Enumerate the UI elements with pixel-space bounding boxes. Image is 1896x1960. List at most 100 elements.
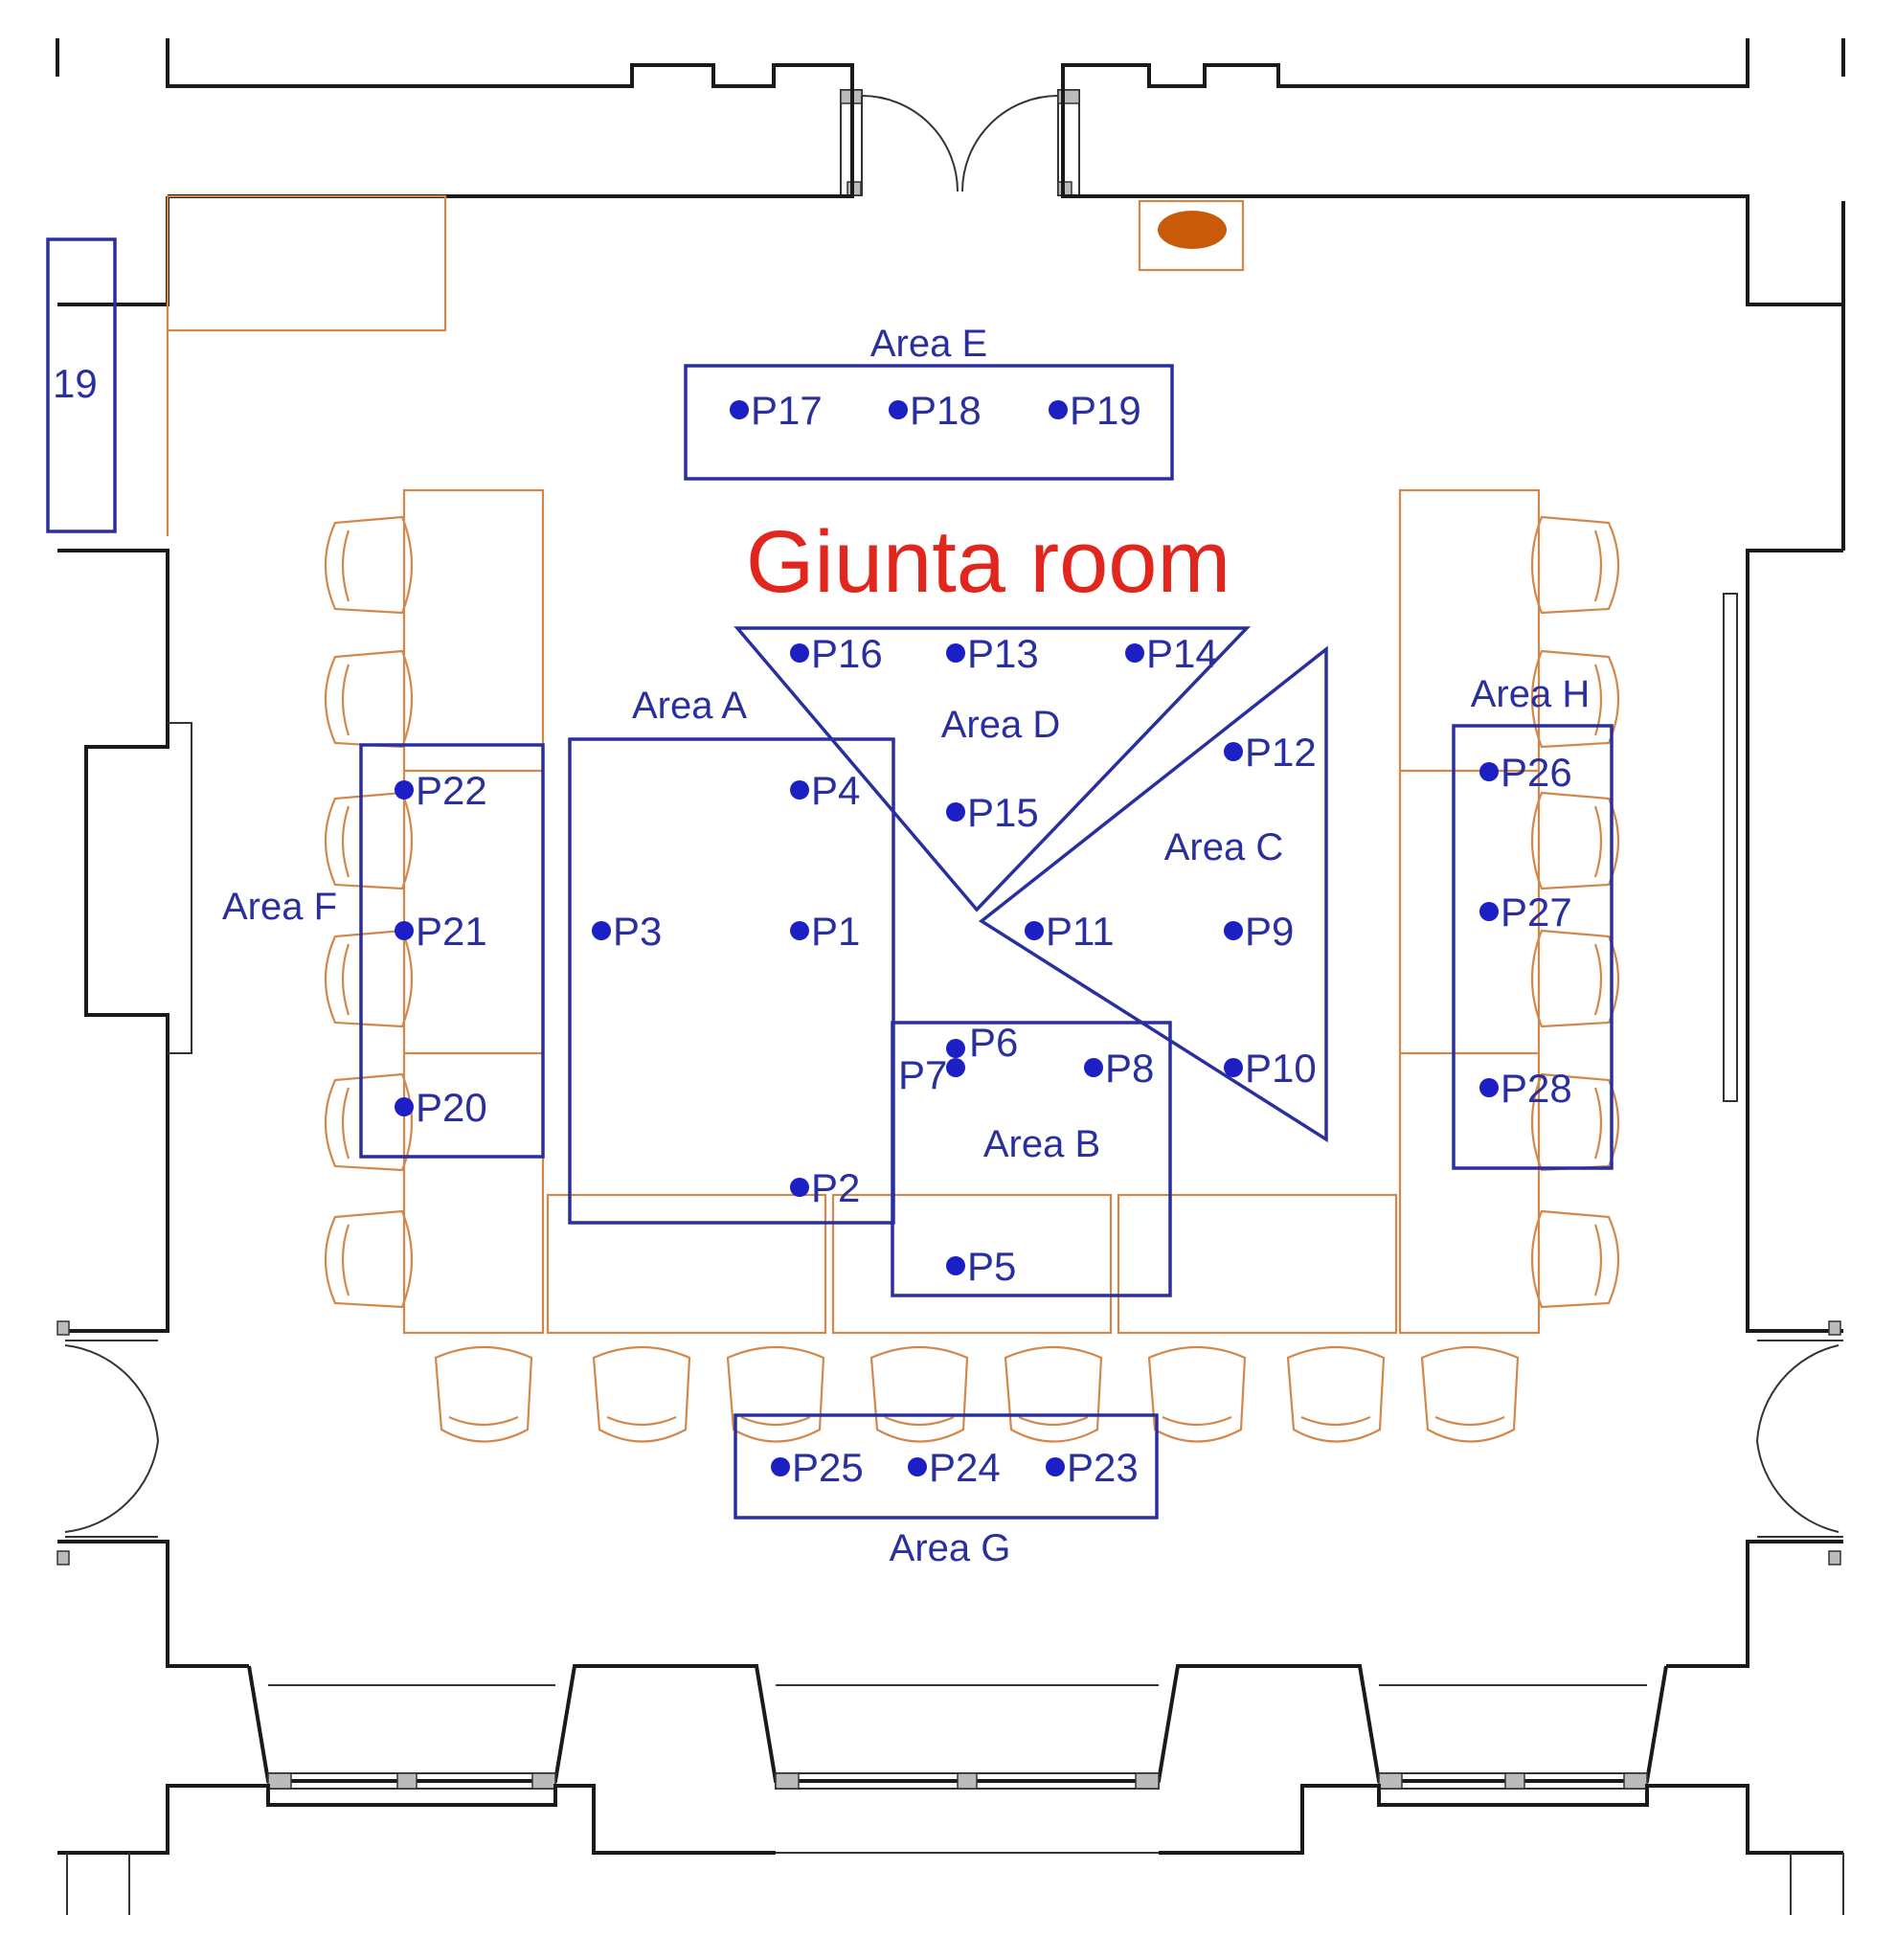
point-p23-marker bbox=[1046, 1457, 1065, 1476]
point-p11-marker bbox=[1025, 921, 1044, 940]
point-p6-label: P6 bbox=[969, 1020, 1018, 1065]
area-e bbox=[684, 364, 1174, 481]
area-e-label: Area E bbox=[870, 323, 987, 365]
area-c-label: Area C bbox=[1164, 826, 1284, 868]
room-title: Giunta room bbox=[746, 513, 1230, 611]
point-p3-label: P3 bbox=[613, 909, 662, 954]
chair-right-1 bbox=[1530, 515, 1620, 615]
point-p10-label: P10 bbox=[1245, 1046, 1317, 1091]
point-p18-label: P18 bbox=[910, 388, 982, 433]
point-p21-marker bbox=[395, 921, 414, 940]
point-p14-label: P14 bbox=[1146, 631, 1218, 676]
point-p23-label: P23 bbox=[1067, 1445, 1139, 1490]
area-f bbox=[359, 743, 545, 1159]
point-p22-marker bbox=[395, 780, 414, 800]
sensor-icon bbox=[1158, 211, 1227, 249]
area-f-label: Area F bbox=[222, 886, 337, 928]
area-a-label: Area A bbox=[632, 685, 747, 727]
area-h-label: Area H bbox=[1471, 673, 1591, 715]
point-p5-marker bbox=[946, 1256, 965, 1275]
point-p4-marker bbox=[790, 780, 809, 800]
point-p14-marker bbox=[1125, 643, 1144, 663]
point-p2-marker bbox=[790, 1178, 809, 1197]
area-h bbox=[1452, 724, 1614, 1170]
chair-bottom-2 bbox=[592, 1345, 691, 1443]
chair-right-6 bbox=[1530, 1209, 1620, 1309]
point-p16-label: P16 bbox=[811, 631, 883, 676]
point-p15-marker bbox=[946, 802, 965, 822]
point-p8-marker bbox=[1084, 1058, 1103, 1077]
point-p20-marker bbox=[395, 1097, 414, 1116]
chair-left-6 bbox=[324, 1209, 414, 1309]
area-g bbox=[734, 1413, 1159, 1520]
point-p15-label: P15 bbox=[967, 790, 1039, 835]
point-p17-label: P17 bbox=[751, 388, 823, 433]
point-p8-label: P8 bbox=[1105, 1046, 1154, 1091]
point-p20-label: P20 bbox=[416, 1085, 487, 1130]
point-p26-label: P26 bbox=[1501, 750, 1572, 795]
point-p1-label: P1 bbox=[811, 909, 860, 954]
table-bottom-1 bbox=[546, 1193, 827, 1335]
point-p2-label: P2 bbox=[811, 1165, 860, 1210]
point-p7-label: P7 bbox=[898, 1052, 947, 1097]
point-p18-marker bbox=[889, 400, 908, 419]
point-p24-marker bbox=[908, 1457, 927, 1476]
table-right bbox=[1398, 488, 1541, 1335]
point-p9-marker bbox=[1224, 921, 1243, 940]
point-p22-label: P22 bbox=[416, 768, 487, 813]
point-p19-marker bbox=[1049, 400, 1068, 419]
point-p7-marker bbox=[946, 1058, 965, 1077]
point-p6-marker bbox=[946, 1039, 965, 1058]
area-b bbox=[891, 1021, 1172, 1297]
point-p21-label: P21 bbox=[416, 909, 487, 954]
point-p9-label: P9 bbox=[1245, 909, 1294, 954]
point-p4-label: P4 bbox=[811, 768, 860, 813]
chairs bbox=[324, 515, 1620, 1443]
chair-bottom-4 bbox=[869, 1345, 969, 1443]
point-p3-marker bbox=[592, 921, 611, 940]
table-bottom-3 bbox=[1117, 1193, 1398, 1335]
areas bbox=[46, 237, 1614, 1520]
chair-right-4 bbox=[1530, 929, 1620, 1028]
chair-right-2 bbox=[1530, 649, 1620, 749]
point-p28-label: P28 bbox=[1501, 1066, 1572, 1111]
cabinet bbox=[166, 194, 447, 332]
area-a bbox=[568, 737, 895, 1225]
sensor-box bbox=[1138, 199, 1245, 272]
point-p12-label: P12 bbox=[1245, 730, 1317, 775]
point-p11-label: P11 bbox=[1046, 909, 1115, 954]
chair-left-3 bbox=[324, 791, 414, 890]
chair-left-4 bbox=[324, 929, 414, 1028]
point-p13-label: P13 bbox=[967, 631, 1039, 676]
point-p1-marker bbox=[790, 921, 809, 940]
chair-right-3 bbox=[1530, 791, 1620, 890]
point-p16-marker bbox=[790, 643, 809, 663]
point-p5-label: P5 bbox=[967, 1244, 1016, 1289]
point-p17-marker bbox=[730, 400, 749, 419]
point-p25-marker bbox=[771, 1457, 790, 1476]
chair-bottom-7 bbox=[1286, 1345, 1386, 1443]
chair-bottom-3 bbox=[726, 1345, 825, 1443]
area-d-label: Area D bbox=[941, 704, 1061, 746]
point-p24-label: P24 bbox=[929, 1445, 1001, 1490]
point-p10-marker bbox=[1224, 1058, 1243, 1077]
point-p26-marker bbox=[1479, 762, 1499, 781]
area-19-label: 19 bbox=[53, 361, 98, 406]
area-b-label: Area B bbox=[983, 1123, 1100, 1165]
chair-left-2 bbox=[324, 649, 414, 749]
chair-bottom-6 bbox=[1147, 1345, 1247, 1443]
area-c bbox=[978, 645, 1328, 1143]
point-p12-marker bbox=[1224, 742, 1243, 761]
point-p25-label: P25 bbox=[792, 1445, 864, 1490]
point-p27-marker bbox=[1479, 902, 1499, 921]
table-bottom-2 bbox=[831, 1193, 1113, 1335]
chair-bottom-5 bbox=[1004, 1345, 1103, 1443]
chair-bottom-1 bbox=[434, 1345, 533, 1443]
point-p13-marker bbox=[946, 643, 965, 663]
furniture bbox=[166, 194, 1620, 1443]
chair-bottom-8 bbox=[1420, 1345, 1520, 1443]
chair-left-1 bbox=[324, 515, 414, 615]
area-g-label: Area G bbox=[890, 1527, 1011, 1569]
